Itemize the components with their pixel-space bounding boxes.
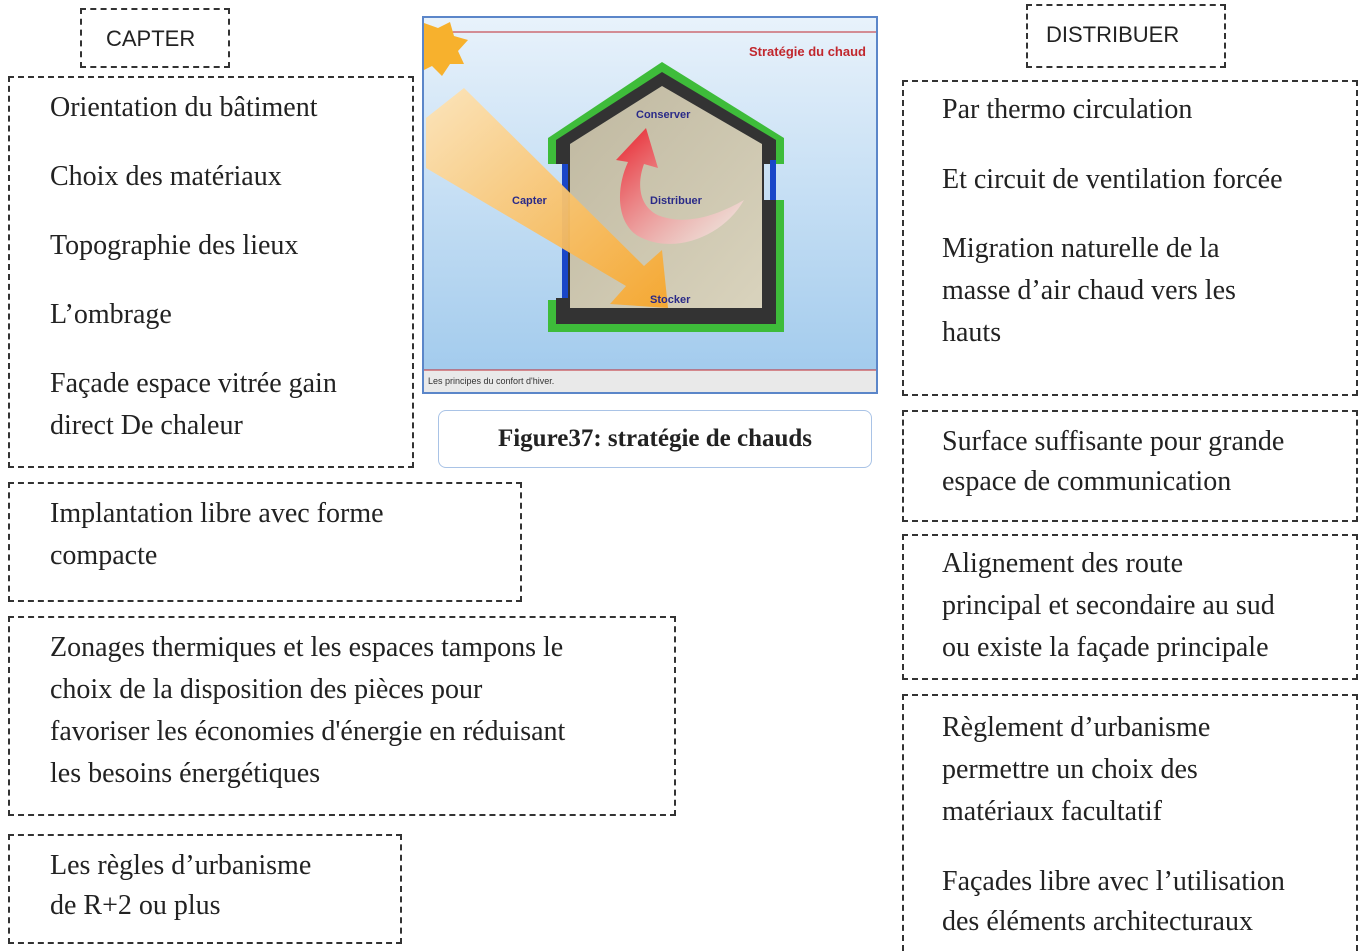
capter-title: CAPTER [106, 26, 196, 51]
reglement-line-3: matériaux facultatif [942, 796, 1162, 827]
circulation-arrow [616, 128, 744, 244]
capter-list-box [8, 76, 414, 468]
capter-item-5b: direct De chaleur [50, 410, 243, 441]
zonages-box [8, 616, 676, 816]
distribuer-item-2: Et circuit de ventilation forcée [942, 164, 1283, 195]
implantation-line-2: compacte [50, 540, 158, 571]
reglement-box [902, 694, 1358, 951]
surface-line-1: Surface suffisante pour grande [942, 426, 1285, 457]
zonages-line-1: Zonages thermiques et les espaces tampon… [50, 632, 564, 663]
sun-icon [424, 22, 468, 76]
figure-caption: Figure37: stratégie de chauds [438, 410, 872, 468]
implantation-line-1: Implantation libre avec forme [50, 498, 384, 529]
capter-item-1: Orientation du bâtiment [50, 92, 318, 123]
capter-item-2: Choix des matériaux [50, 161, 282, 192]
reglement-line-1: Règlement d’urbanisme [942, 712, 1211, 743]
surface-line-2: espace de communication [942, 466, 1232, 497]
reglement-line-2: permettre un choix des [942, 754, 1198, 785]
window-right [770, 160, 776, 200]
house-diagram: Stratégie du chaud Conserver Capter Dist… [424, 18, 876, 392]
regles-line-2: de R+2 ou plus [50, 890, 221, 921]
label-capter: Capter [512, 195, 548, 207]
capter-item-5a: Façade espace vitrée gain [50, 368, 337, 399]
alignement-line-3: ou existe la façade principale [942, 632, 1269, 663]
zonages-line-4: les besoins énergétiques [50, 758, 321, 789]
distribuer-item-1: Par thermo circulation [942, 94, 1193, 125]
implantation-box [8, 482, 522, 602]
strategy-figure: Stratégie du chaud Conserver Capter Dist… [422, 16, 878, 394]
distribuer-item-3a: Migration naturelle de la [942, 233, 1220, 264]
figure-footer: Les principes du confort d'hiver. [428, 376, 554, 386]
figure-title: Stratégie du chaud [749, 44, 866, 59]
reglement-line-4: Façades libre avec l’utilisation [942, 866, 1285, 897]
label-distribuer: Distribuer [650, 195, 703, 207]
distribuer-item-3c: hauts [942, 317, 1002, 348]
regles-box [8, 834, 402, 944]
capter-item-4: L’ombrage [50, 299, 172, 330]
label-conserver: Conserver [636, 109, 691, 121]
zonages-line-2: choix de la disposition des pièces pour [50, 674, 483, 705]
alignement-box [902, 534, 1358, 680]
regles-line-1: Les règles d’urbanisme [50, 850, 312, 881]
reglement-line-5: des éléments architecturaux [942, 906, 1253, 937]
distribuer-title-box [1026, 4, 1226, 68]
distribuer-list-box [902, 80, 1358, 396]
zonages-line-3: favoriser les économies d'énergie en réd… [50, 716, 566, 747]
label-stocker: Stocker [650, 294, 691, 306]
distribuer-title: DISTRIBUER [1046, 22, 1180, 47]
distribuer-item-3b: masse d’air chaud vers les [942, 275, 1236, 306]
capter-item-3: Topographie des lieux [50, 230, 299, 261]
capter-title-box [80, 8, 230, 68]
surface-box [902, 410, 1358, 522]
alignement-line-2: principal et secondaire au sud [942, 590, 1275, 621]
sun-beam [426, 88, 668, 308]
alignement-line-1: Alignement des route [942, 548, 1184, 579]
